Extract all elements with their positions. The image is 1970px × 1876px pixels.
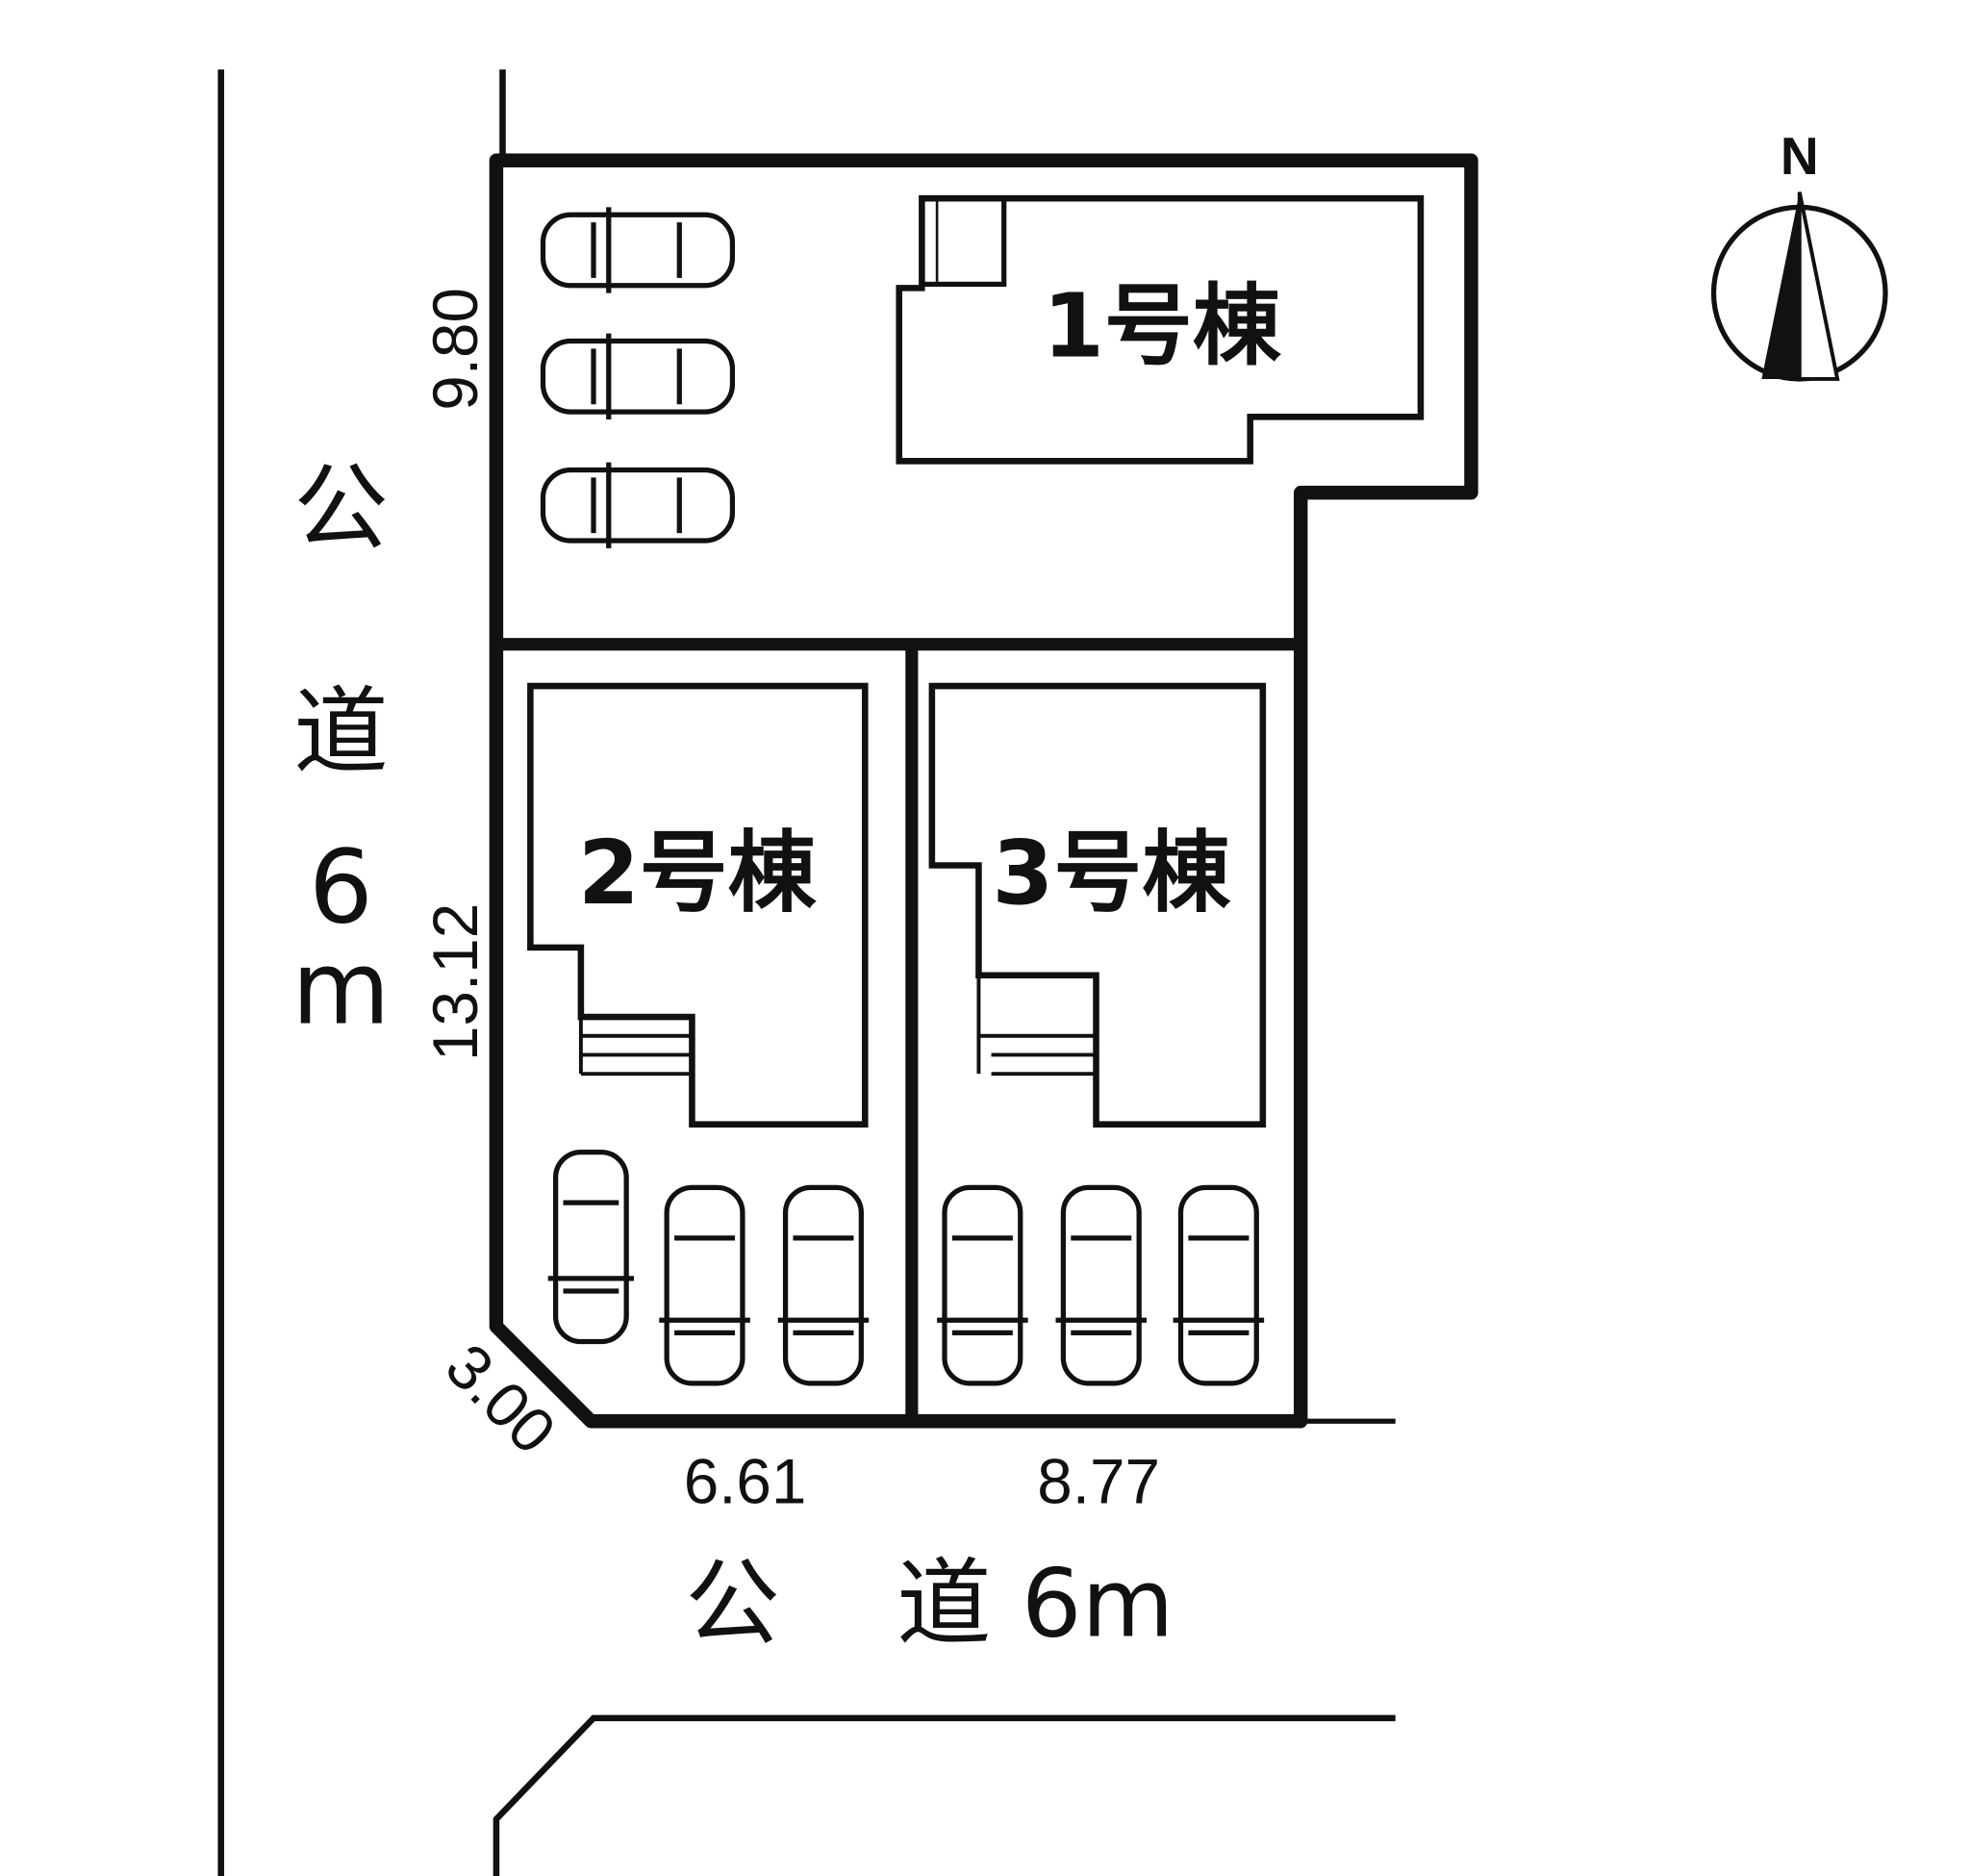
building-1-label: 1号棟 — [1043, 274, 1282, 377]
building-3[interactable]: 3号棟 — [928, 682, 1267, 1128]
dimension-west-lower: 13.12 — [420, 903, 491, 1061]
parking-car — [1055, 1184, 1148, 1386]
south-road-label-part1: 公 — [685, 1549, 779, 1659]
dimension-south-right: 8.77 — [1037, 1447, 1160, 1517]
parking-car — [937, 1184, 1028, 1386]
building-3-label: 3号棟 — [992, 822, 1231, 925]
parking-car — [540, 462, 736, 548]
west-road-label-char: 6 — [309, 829, 373, 947]
parking-car — [540, 207, 736, 293]
parking-car — [540, 333, 736, 419]
site-boundary — [489, 153, 1478, 1429]
dimension-corner-cut: 3.00 — [433, 1331, 569, 1467]
parking-car — [547, 1149, 635, 1345]
compass-north-label: N — [1781, 126, 1819, 186]
parking-car — [1173, 1184, 1265, 1386]
west-road-label-char: 公 — [293, 454, 388, 564]
building-2[interactable]: 2号棟 — [527, 682, 869, 1128]
south-road-far-edge — [492, 1714, 1396, 1876]
parking-car — [659, 1184, 750, 1386]
building-1[interactable]: 1号棟 — [896, 194, 1425, 465]
building-2-label: 2号棟 — [578, 822, 818, 925]
west-road-label-char: m — [291, 930, 390, 1048]
parking-car — [777, 1184, 870, 1386]
west-road-label-char: 道 — [293, 677, 388, 787]
dimension-south-left: 6.61 — [684, 1447, 807, 1517]
dimension-west-upper: 9.80 — [420, 288, 491, 411]
south-road-label-part2: 道 6m — [897, 1549, 1174, 1659]
north-compass-icon: N — [1710, 126, 1888, 382]
